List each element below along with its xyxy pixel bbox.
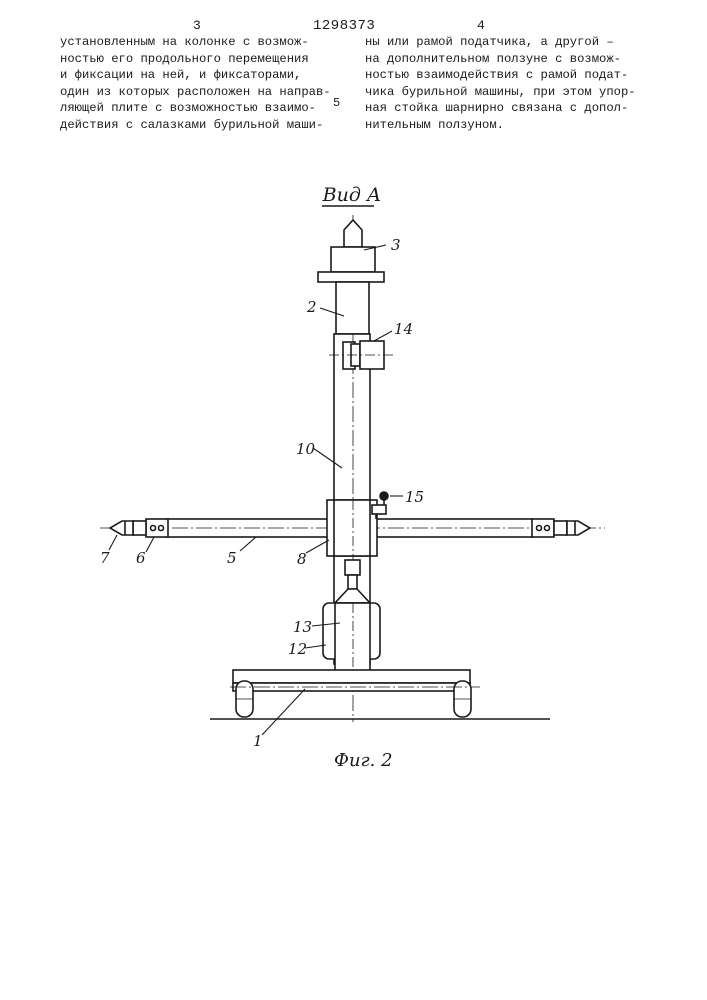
leader-line [374,331,392,341]
top-tip [344,220,362,247]
label-14: 14 [394,320,413,338]
label-15: 15 [405,488,424,506]
leader-line [262,689,305,735]
base-frame-1 [233,670,470,683]
leader-line [146,537,154,552]
connector-stem [348,575,357,589]
label-13: 13 [293,618,312,636]
part-2-tube [336,282,369,334]
part-6-right [532,519,554,537]
tip-mount-right [554,521,567,535]
lock-15-body [372,505,386,514]
label-3: 3 [391,236,401,254]
label-2: 2 [306,298,317,316]
part-6-left [146,519,168,537]
slider-8-core [334,500,370,556]
lock-15-knob [380,492,388,500]
label-10: 10 [296,440,316,458]
part-7-tip-left [110,521,133,535]
label-7: 7 [100,549,110,567]
figure-caption: Фиг. 2 [334,750,393,771]
tip-mount-left [133,521,146,535]
label-6: 6 [136,549,146,567]
label-12: 12 [288,640,307,658]
view-label: Вид А [322,184,382,206]
part-7-tip-right [567,521,590,535]
part-3-cap [331,247,375,272]
label-1: 1 [253,732,263,750]
part-13-post [335,603,370,671]
connector-block [345,560,360,575]
leader-line [240,537,256,551]
label-5: 5 [227,549,237,567]
leader-line [306,540,329,553]
part-3-flange [318,272,384,282]
leader-line [109,535,117,550]
label-8: 8 [297,550,307,568]
